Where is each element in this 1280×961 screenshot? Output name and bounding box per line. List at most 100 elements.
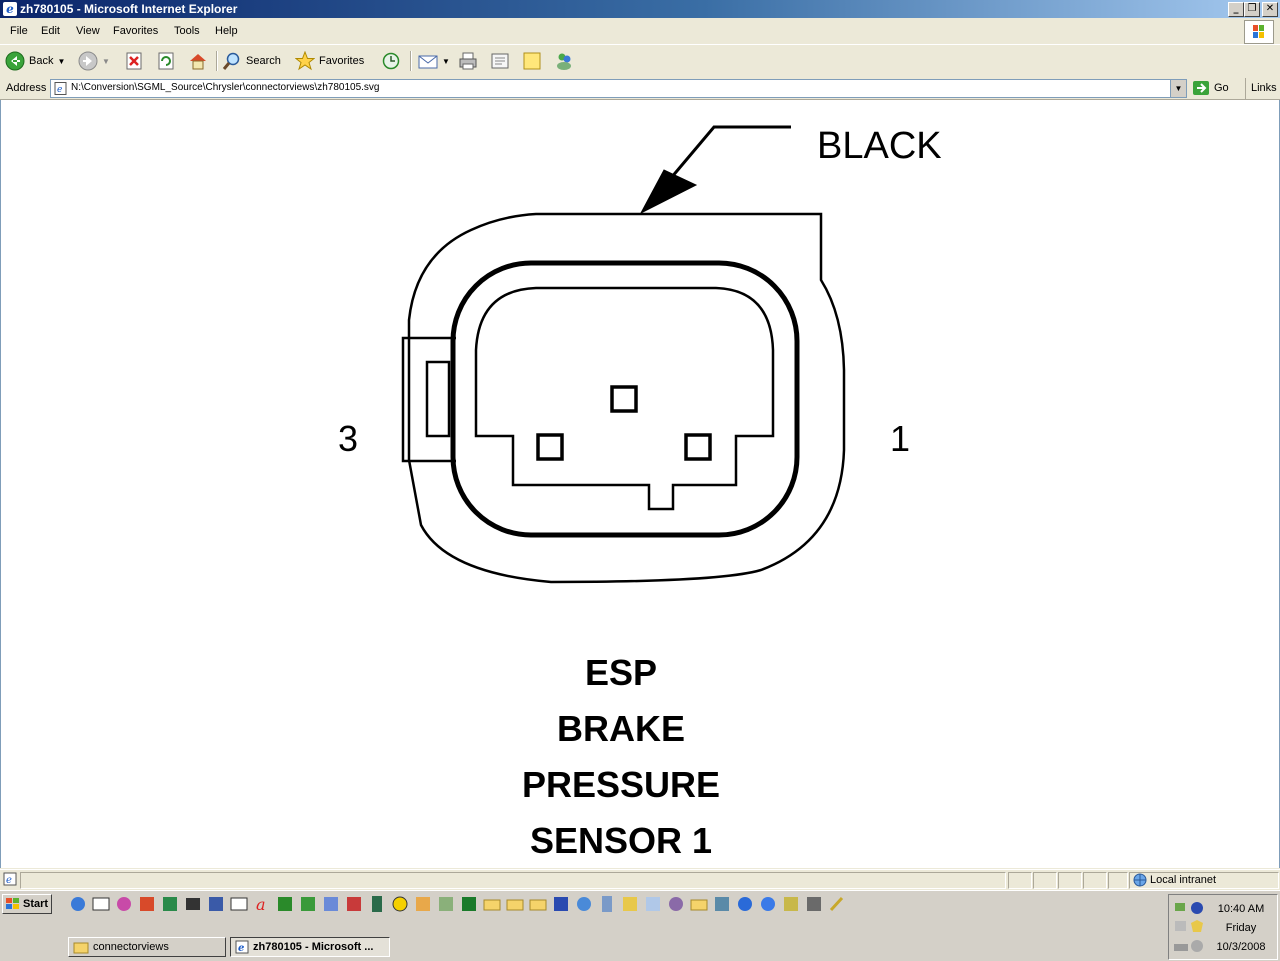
excel-icon[interactable] [275,895,295,913]
excel-icon-2[interactable] [298,895,318,913]
start-button[interactable]: Start [2,894,52,914]
windows-flag-icon [6,898,19,909]
folder-icon-3[interactable] [528,895,548,913]
menu-favorites[interactable]: Favorites [113,25,159,37]
status-text-pane [20,872,1006,889]
task-internet-explorer[interactable]: e zh780105 - Microsoft ... [230,937,390,957]
restore-button[interactable]: ❐ [1244,2,1260,17]
edit-button[interactable] [490,49,510,73]
status-pane-4 [1083,872,1107,889]
page-content: BLACK 3 1 ESP BRAKE PRESSURE SENSOR 1 [0,100,1280,868]
links-button[interactable]: Links [1245,78,1277,99]
app-icon-32[interactable] [781,895,801,913]
messenger-button[interactable] [554,49,574,73]
app-icon-23[interactable] [574,895,594,913]
excel-icon-3[interactable] [459,895,479,913]
stop-icon [126,52,142,70]
app-icon-7[interactable] [206,895,226,913]
app-icon-29[interactable] [712,895,732,913]
refresh-button[interactable] [156,49,176,73]
terminal-1 [684,433,712,461]
folder-icon-4[interactable] [689,895,709,913]
latch-slot [425,360,451,438]
address-dropdown-button[interactable]: ▼ [1170,80,1186,97]
folder-icon-2[interactable] [505,895,525,913]
radiation-icon[interactable] [390,895,410,913]
ie-launch-icon-2[interactable] [735,895,755,913]
stop-button[interactable] [124,49,144,73]
search-button[interactable]: Search [222,49,281,73]
media-icon[interactable] [114,895,134,913]
go-button[interactable]: Go [1192,80,1229,96]
address-input[interactable]: e N:\Conversion\SGML_Source\Chrysler\con… [50,79,1187,98]
security-icon[interactable] [1189,919,1205,933]
word-icon[interactable] [551,895,571,913]
app-icon-33[interactable] [804,895,824,913]
acrobat-icon[interactable]: a [252,895,272,913]
messenger-icon [557,53,571,70]
app-icon-25[interactable] [620,895,640,913]
folder-icon-1[interactable] [482,895,502,913]
app-icon-26[interactable] [643,895,663,913]
app-icon-8[interactable] [229,895,249,913]
refresh-icon [158,52,174,70]
home-button[interactable] [188,49,208,73]
app-icon-6[interactable] [183,895,203,913]
disk-tray-icon[interactable] [1189,939,1205,953]
app-icon-16[interactable] [413,895,433,913]
svg-text:e: e [57,85,62,95]
mail-button[interactable]: ▼ [418,49,450,73]
mail-dropdown-icon[interactable]: ▼ [442,56,450,66]
menu-help[interactable]: Help [215,25,238,37]
page-icon: e [54,82,67,95]
ie-launch-icon[interactable] [68,895,88,913]
app-icon-24[interactable] [597,895,617,913]
calculator-icon[interactable] [367,895,387,913]
favorites-button[interactable]: Favorites [295,49,364,73]
zone-label: Local intranet [1150,874,1217,886]
back-dropdown-icon[interactable]: ▼ [57,56,66,66]
menu-edit[interactable]: Edit [41,25,60,37]
audio-icon[interactable] [1189,901,1205,915]
printer-tray-icon[interactable] [1173,939,1189,953]
svg-text:e: e [6,875,12,886]
forward-dropdown-icon[interactable]: ▼ [102,56,110,66]
clock-time[interactable]: 10:40 AM [1217,903,1265,915]
forward-button[interactable]: ▼ [78,49,110,73]
app-icon-13[interactable] [344,895,364,913]
menu-file[interactable]: File [10,25,28,37]
app-icon-27[interactable] [666,895,686,913]
app-icon-12[interactable] [321,895,341,913]
terminal-3 [536,433,564,461]
callout-leader-line [669,125,791,179]
forward-arrow-icon [78,51,98,71]
app-icon-17[interactable] [436,895,456,913]
app-icon-5[interactable] [160,895,180,913]
standard-toolbar: Back ▼ ▼ Search Favorites [0,44,1280,79]
go-arrow-icon [1193,81,1209,95]
tray-app-icon[interactable] [1173,919,1189,933]
pen-icon[interactable] [827,895,847,913]
ie-launch-icon-3[interactable] [758,895,778,913]
network-icon[interactable] [1173,901,1189,915]
title-bar[interactable]: e zh780105 - Microsoft Internet Explorer… [0,0,1280,18]
app-icon-4[interactable] [137,895,157,913]
star-icon [295,51,315,71]
discuss-button[interactable] [522,49,542,73]
print-button[interactable] [458,49,478,73]
address-label: Address [6,82,47,94]
task-connectorviews[interactable]: connectorviews [68,937,226,957]
back-button[interactable]: Back ▼ [5,49,65,73]
edit-page-icon [491,53,509,69]
quick-launch-toolbar: a [68,895,847,913]
zone-pane [1129,872,1279,889]
menu-view[interactable]: View [76,25,100,37]
history-button[interactable] [380,49,400,73]
close-button[interactable]: ✕ [1262,2,1278,17]
minimize-button[interactable]: _ [1228,2,1244,17]
desktop-icon[interactable] [91,895,111,913]
address-bar: Address e N:\Conversion\SGML_Source\Chry… [0,78,1280,100]
caption-line-1: ESP [585,652,657,693]
latch-tab [401,336,456,463]
menu-tools[interactable]: Tools [174,25,200,37]
